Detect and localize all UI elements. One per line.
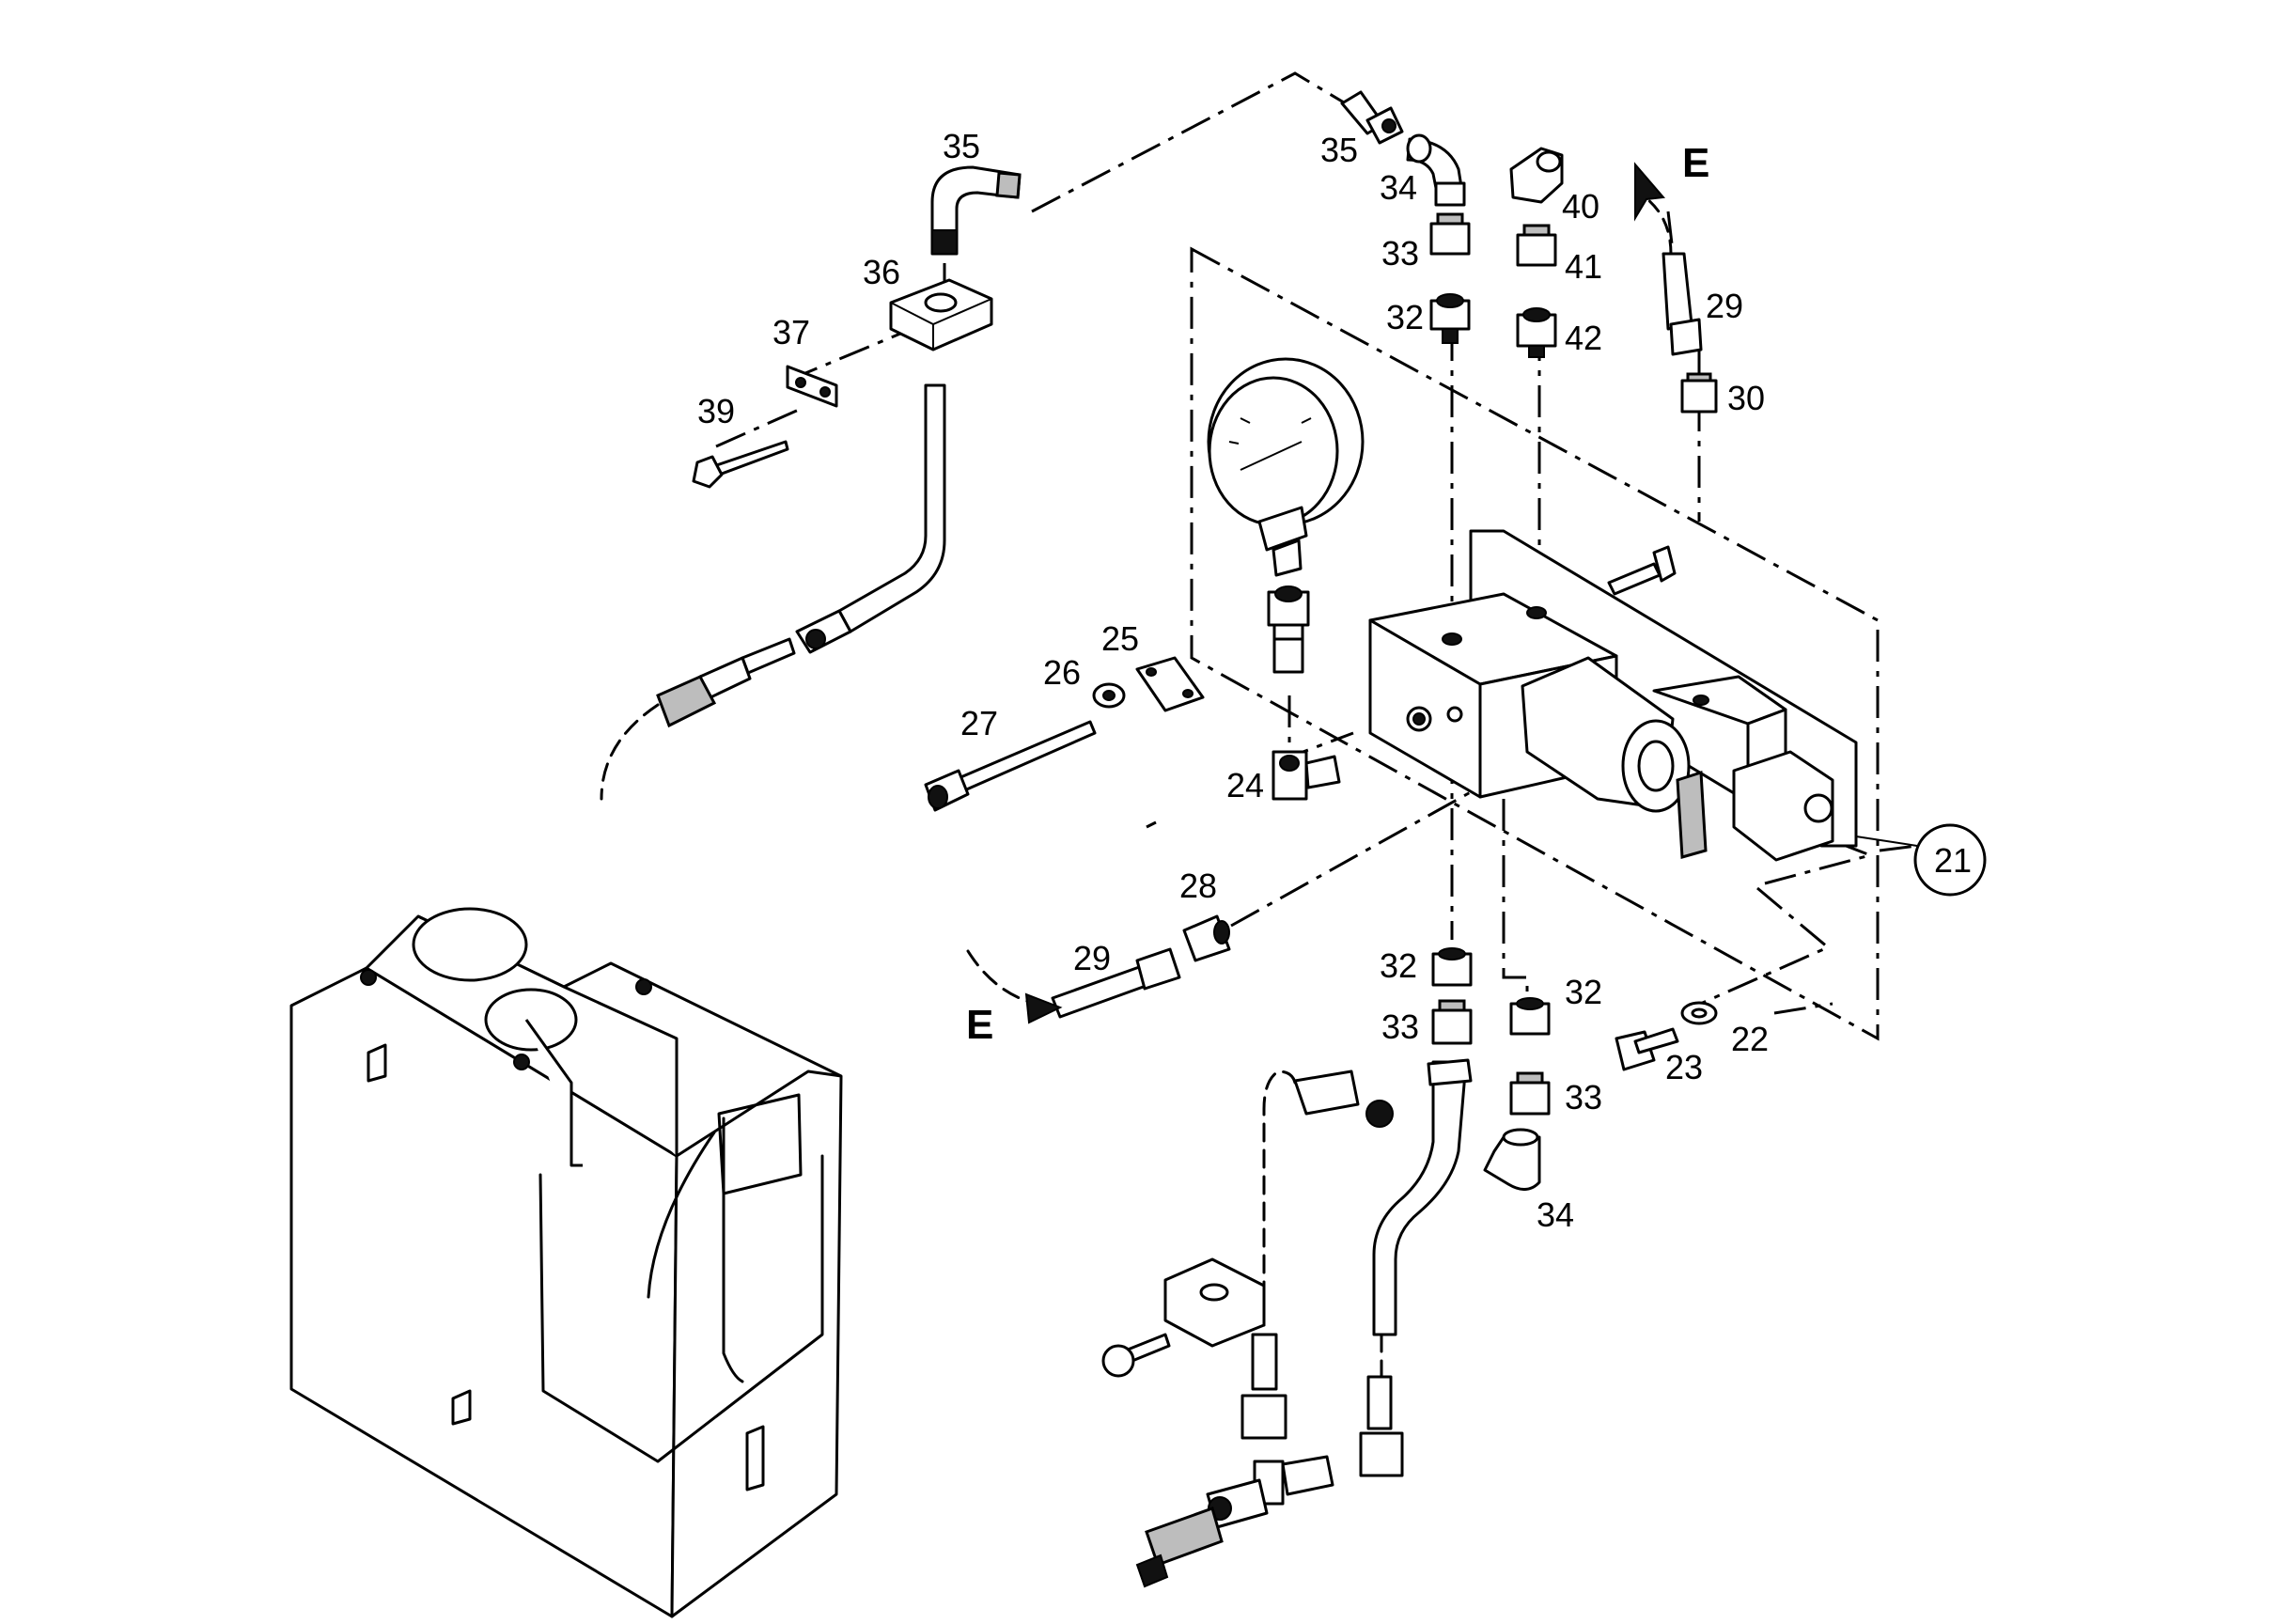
label-29-top: 29 [1706, 287, 1743, 325]
top-fittings-right [1509, 147, 1564, 358]
label-33-bottom-left: 33 [1381, 1007, 1419, 1046]
label-25: 25 [1101, 619, 1139, 658]
suction-hose [966, 914, 1231, 1024]
label-24: 24 [1226, 766, 1264, 804]
label-23: 23 [1665, 1048, 1703, 1086]
label-34-bottom: 34 [1537, 1195, 1574, 1234]
label-29-bottom: 29 [1073, 939, 1111, 977]
label-28: 28 [1179, 867, 1217, 905]
label-36: 36 [863, 253, 900, 291]
flow-label-e-top: E [1682, 140, 1709, 186]
assembly-boundary [1190, 246, 1880, 1041]
label-39: 39 [697, 392, 735, 430]
label-21: 21 [1934, 841, 1972, 880]
lower-tubes [1101, 1058, 1473, 1588]
pump-unit [1368, 529, 1858, 862]
label-32-bottom-left: 32 [1380, 946, 1417, 985]
label-22: 22 [1731, 1020, 1769, 1058]
label-27: 27 [960, 704, 998, 742]
tank-housing [289, 907, 843, 1618]
flow-arrow-e-top: E [1634, 140, 1709, 256]
flow-label-e-bottom: E [966, 1002, 993, 1048]
return-tube-assembly [600, 165, 1022, 801]
mount-bolt-set [924, 656, 1205, 812]
hose-top-right [1662, 252, 1718, 414]
callout-21: 21 [1855, 823, 1987, 897]
label-40: 40 [1562, 187, 1599, 226]
label-35-fitting: 35 [1320, 131, 1358, 169]
part-number-labels: 35 35 34 33 32 40 41 42 29 30 36 37 39 2… [697, 127, 1769, 1234]
label-37: 37 [772, 313, 810, 351]
top-fittings-left [1340, 90, 1471, 344]
label-41: 41 [1565, 247, 1602, 286]
flow-arrow-e-bottom: E [966, 1002, 993, 1048]
label-34-top: 34 [1380, 168, 1417, 207]
label-32-top: 32 [1386, 298, 1424, 336]
bottom-fittings [1431, 947, 1718, 1191]
label-35-tube: 35 [943, 127, 980, 165]
label-32-bottom-right: 32 [1565, 973, 1602, 1011]
label-42: 42 [1565, 319, 1602, 357]
label-33-top: 33 [1381, 234, 1419, 273]
pressure-gauge [1207, 357, 1365, 801]
label-33-bottom-right: 33 [1565, 1078, 1602, 1116]
label-26: 26 [1043, 653, 1081, 692]
label-30: 30 [1727, 379, 1765, 417]
